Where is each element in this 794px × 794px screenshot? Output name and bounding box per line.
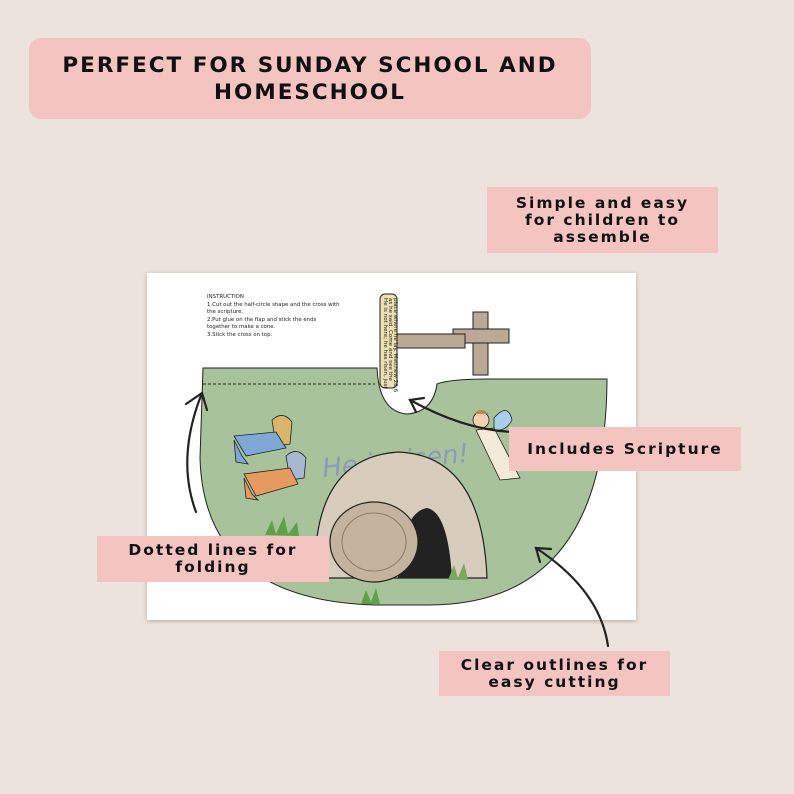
grass-left xyxy=(265,516,299,536)
label-dotted-lines: Dotted lines for folding xyxy=(97,536,329,582)
grass-right xyxy=(448,563,468,580)
arrow-to-cutout-notch xyxy=(408,396,520,434)
arrow-to-fold-line xyxy=(184,391,209,514)
tomb-illustration xyxy=(314,451,488,583)
label-clear-outlines: Clear outlines for easy cutting xyxy=(439,651,670,696)
label-assemble: Simple and easy for children to assemble xyxy=(487,187,718,253)
label-includes-scripture: Includes Scripture xyxy=(509,427,741,471)
scripture-tag xyxy=(379,293,398,389)
grass-bottom xyxy=(361,588,380,604)
scripture-line-3: place where he lay. Matthew 28:6 xyxy=(392,298,398,393)
instructions-text: INSTRUCTION 1.Cut out the half-circle sh… xyxy=(207,294,340,338)
arrow-to-cone-edge xyxy=(534,546,610,648)
headline-text: PERFECT FOR SUNDAY SCHOOL AND HOMESCHOOL xyxy=(62,52,558,105)
scripture-line-2: as he said. Come and see the xyxy=(387,298,393,382)
woman-figure-1 xyxy=(233,415,293,465)
woman-figure-2 xyxy=(243,451,307,501)
scripture-line-1: He is not here; he has risen, just xyxy=(382,298,388,390)
headline-banner: PERFECT FOR SUNDAY SCHOOL AND HOMESCHOOL xyxy=(29,38,591,119)
cross-cutout xyxy=(394,311,510,376)
